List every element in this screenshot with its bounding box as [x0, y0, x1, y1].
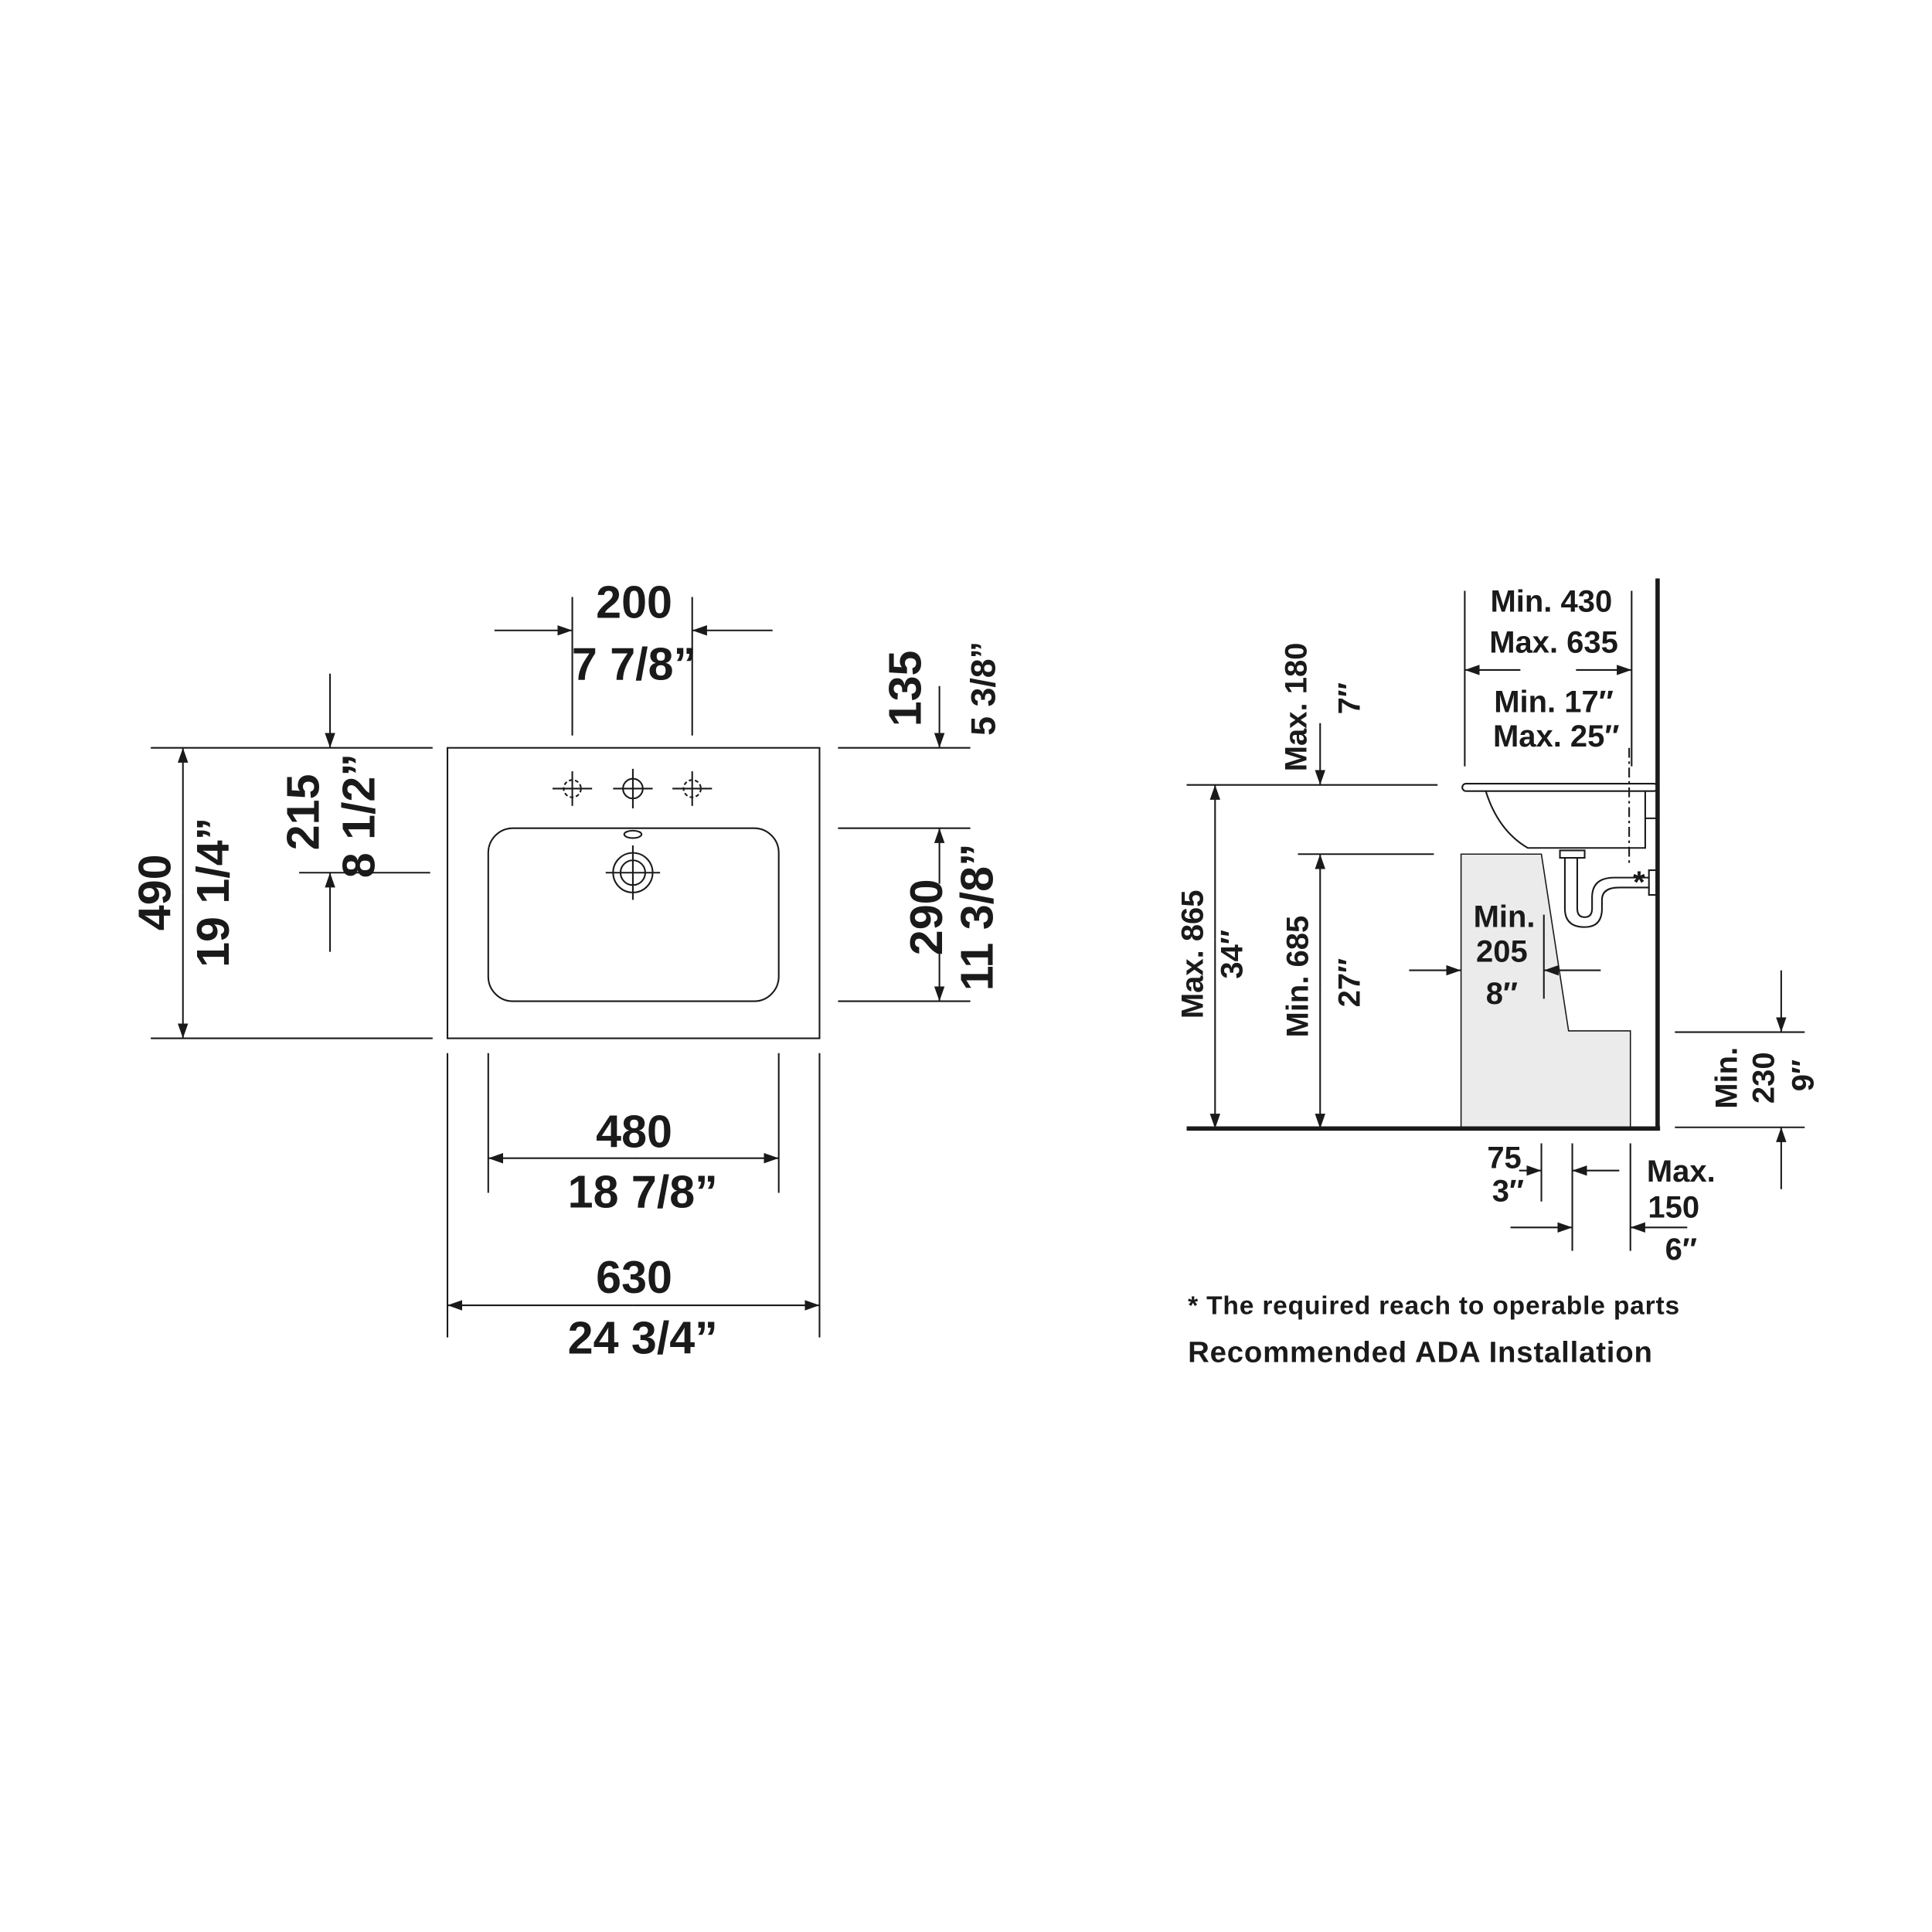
- dim-label-inch: 18 7/8”: [568, 1166, 718, 1218]
- dim-label-mm: Min. 685: [1281, 916, 1315, 1038]
- dim-label-inch: 7 7/8”: [572, 638, 696, 690]
- dim-label-mm: 215: [277, 774, 329, 850]
- dim-label: Min. 430: [1490, 585, 1612, 619]
- drain-trap-icon: [1559, 849, 1658, 928]
- dim-label-inch: 19 1/4”: [187, 818, 239, 968]
- tap-hole-center-icon: [613, 768, 653, 809]
- dim-label-inch: 11 3/8”: [951, 843, 1002, 991]
- dim-label-inch: 8 1/2”: [333, 753, 385, 878]
- dim-label: 205: [1476, 934, 1528, 968]
- dim-label: Max.: [1647, 1155, 1716, 1189]
- dim-label: Max. 635: [1489, 626, 1618, 660]
- sink-outline: [446, 747, 821, 1039]
- dim-hole-spacing: 200 7 7/8”: [494, 577, 773, 736]
- dim-label-mm: 75: [1487, 1141, 1521, 1175]
- dim-label-inch: 3″: [1492, 1175, 1524, 1209]
- dim-label-inch: 7″: [1332, 682, 1366, 714]
- dim-label-inch: 24 3/4”: [568, 1311, 718, 1363]
- sink-top-view: 200 7 7/8” 135 5 3/8” 290 11 3/8” 215 8 …: [129, 577, 1003, 1364]
- dim-label-inch: 9″: [1786, 1060, 1820, 1091]
- dim-label: 230: [1747, 1052, 1781, 1104]
- dim-label-mm: 135: [879, 651, 931, 727]
- sink-side-profile: [1461, 783, 1658, 849]
- dim-drain-position: 215 8 1/2”: [277, 673, 430, 952]
- dim-label-mm: 200: [596, 577, 672, 628]
- ada-side-view: * Min. 430 Max. 635 Min. 17″ Max. 25″ Ma…: [1175, 578, 1820, 1369]
- dim-label: Max. 25″: [1493, 719, 1620, 753]
- dim-label-mm: 490: [129, 854, 181, 930]
- drain-icon: [605, 845, 661, 900]
- tap-hole-right-icon: [672, 771, 713, 806]
- dim-label: 150: [1648, 1190, 1699, 1224]
- footnote: * The required reach to operable parts: [1188, 1291, 1680, 1320]
- dim-basin-width: 480 18 7/8”: [487, 1053, 780, 1218]
- dim-label: Min.: [1474, 900, 1536, 934]
- basin-outline: [487, 827, 780, 1002]
- asterisk-marker: *: [1633, 866, 1645, 900]
- dim-label-mm: 480: [596, 1105, 672, 1157]
- dim-label-inch: 6″: [1665, 1233, 1697, 1267]
- dim-label-inch: 34″: [1215, 930, 1249, 979]
- dim-rim-height: Max. 865 34″: [1175, 784, 1249, 1129]
- dim-label-inch: 8″: [1486, 977, 1518, 1011]
- dim-knee-depth: Min. 205 8″: [1409, 900, 1601, 1011]
- overflow-icon: [623, 829, 643, 839]
- dim-hole-to-edge: 135 5 3/8”: [838, 641, 1003, 749]
- dim-label-mm: Max. 865: [1175, 889, 1209, 1019]
- caption: Recommended ADA Installation: [1188, 1336, 1653, 1369]
- dim-overall-depth: 490 19 1/4”: [129, 747, 433, 1039]
- dim-toe-depth: 75 3″ Max. 150 6″: [1487, 1141, 1715, 1267]
- dim-toe-height: Min. 230 9″: [1675, 970, 1820, 1189]
- dim-label: Min. 17″: [1494, 685, 1614, 719]
- dim-projection: Min. 430 Max. 635 Min. 17″ Max. 25″: [1464, 585, 1633, 767]
- tap-hole-left-icon: [552, 771, 593, 806]
- dim-label-inch: 5 3/8”: [964, 641, 1003, 736]
- dim-overall-width: 630 24 3/4”: [446, 1053, 821, 1363]
- dim-label-mm: 290: [900, 879, 952, 955]
- dim-rim-depth: Max. 180 7″: [1186, 643, 1438, 786]
- dim-label-mm: 630: [596, 1251, 672, 1303]
- dim-label: Min.: [1709, 1047, 1743, 1109]
- dim-basin-depth: 290 11 3/8”: [838, 827, 1002, 1002]
- dim-label-inch: 27″: [1332, 958, 1366, 1008]
- dim-knee-height: Min. 685 27″: [1281, 853, 1434, 1129]
- dim-label-mm: Max. 180: [1280, 643, 1314, 772]
